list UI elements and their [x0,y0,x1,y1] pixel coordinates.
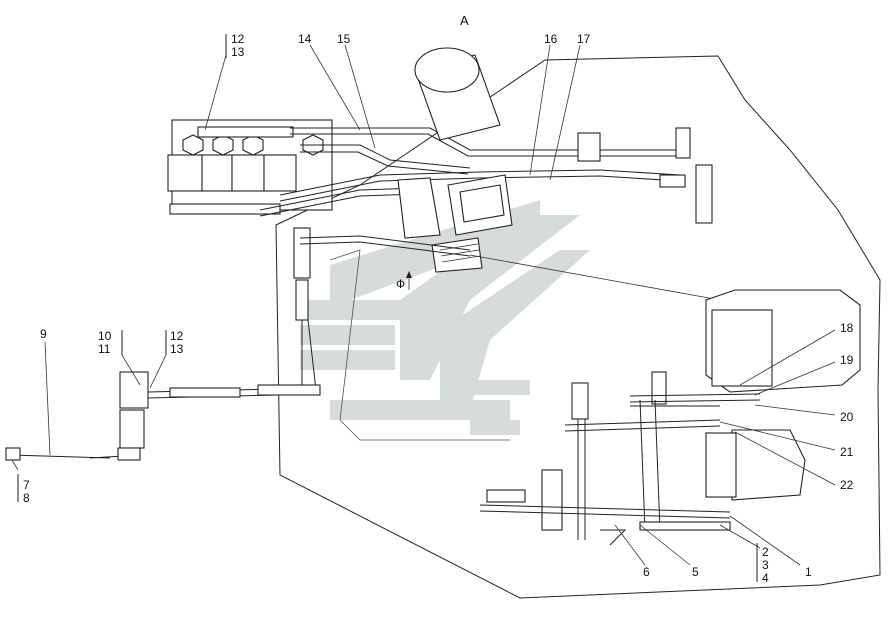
part-8: 8 [23,491,30,505]
part-21: 21 [840,445,854,459]
part-3: 3 [762,558,769,572]
part-19: 19 [840,353,854,367]
view-label: А [460,13,469,28]
right-lower-assembly [479,289,861,546]
label-bars [17,34,758,582]
control-rods-top [259,127,690,217]
valve-block [167,119,333,215]
part-12-top: 12 [231,32,245,46]
part-18: 18 [840,321,854,335]
watermark-letter: Ф [396,277,405,291]
part-9: 9 [40,327,47,341]
part-22: 22 [840,478,854,492]
arrow-head [406,271,412,278]
cabin-floor-outline [275,55,881,599]
leader-lines [11,44,836,566]
part-13-left: 13 [170,342,184,356]
part-20: 20 [840,410,854,424]
part-5: 5 [692,565,699,579]
bracket-top-right [577,127,713,224]
part-14: 14 [298,32,312,46]
watermark-logo [300,200,590,441]
part-11: 11 [98,342,111,356]
part-2: 2 [762,545,769,559]
part-12-left: 12 [170,329,184,343]
vertical-cylinder [293,227,471,391]
linkage-line [469,254,721,301]
tilted-cylinder [414,47,501,141]
part-4: 4 [762,571,769,585]
part-1: 1 [805,565,812,579]
pedal-assembly [397,174,513,273]
part-10: 10 [98,329,112,343]
part-13-top: 13 [231,45,245,59]
part-16: 16 [544,32,558,46]
part-17: 17 [577,32,591,46]
left-lever-assembly [5,371,321,461]
part-6: 6 [643,565,650,579]
part-7: 7 [23,478,30,492]
part-15: 15 [337,32,351,46]
